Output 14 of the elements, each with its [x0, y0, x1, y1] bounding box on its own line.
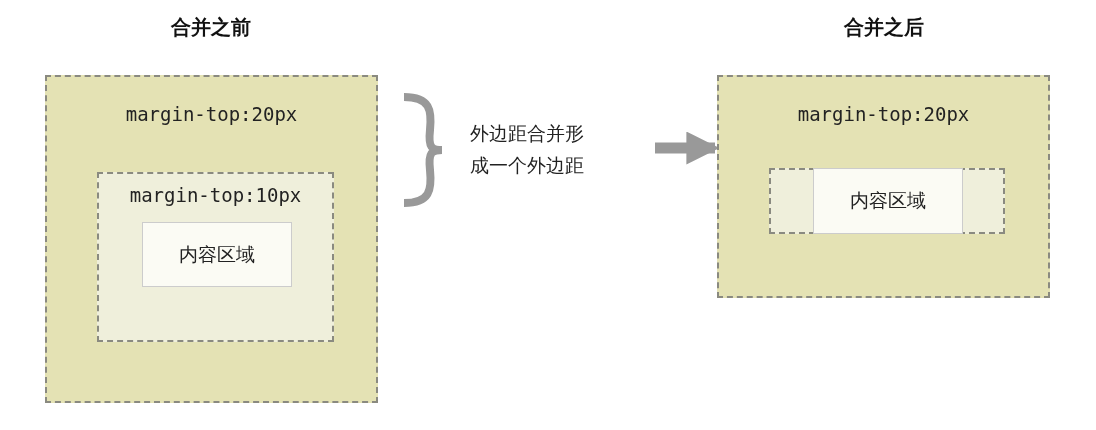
merge-note: 外边距合并形成一个外边距 [470, 117, 588, 181]
box-label: 内容区域 [850, 188, 926, 213]
margin-box [769, 168, 1005, 234]
margin-box [717, 75, 1050, 298]
margin-box [97, 172, 334, 342]
margin-label: margin-top:10px [129, 184, 302, 206]
margin-label: margin-top:20px [797, 103, 970, 125]
content-box [142, 222, 292, 287]
margin-label: margin-top:20px [125, 103, 298, 125]
heading: 合并之后 [844, 14, 924, 41]
content-box [813, 168, 963, 234]
margin-box [45, 75, 378, 403]
box-label: 内容区域 [179, 241, 255, 267]
heading: 合并之前 [171, 14, 251, 41]
